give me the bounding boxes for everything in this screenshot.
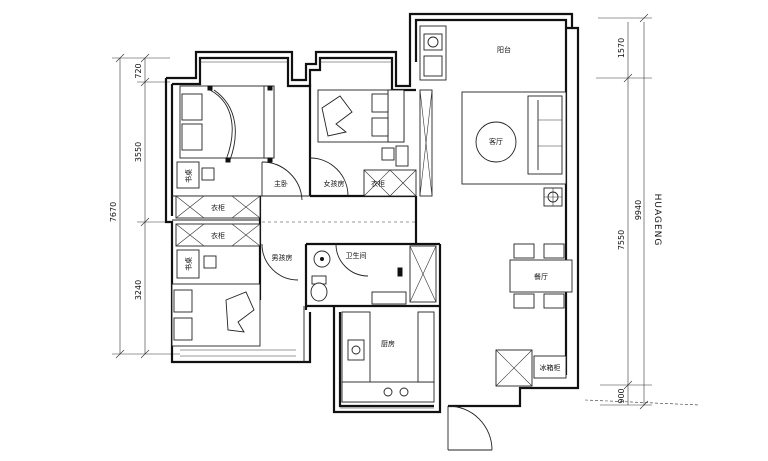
wardrobe-master-label: 衣柜 (211, 203, 225, 212)
doors (261, 157, 493, 451)
wardrobe-boy-label: 衣柜 (211, 231, 225, 240)
wardrobe-girl-label: 衣柜 (371, 179, 385, 188)
side-text: HUAGENG (652, 194, 662, 247)
fridge-label: 冰箱柜 (540, 363, 561, 372)
dining-room-label: 餐厅 (534, 272, 548, 281)
living-area: 阳台 客厅 餐厅 冰箱柜 (419, 25, 573, 387)
desk-bottom-label: 书桌 (184, 257, 193, 271)
master-bedroom: 书桌 主卧 衣柜 (175, 85, 288, 219)
dim-left-top: 720 (134, 63, 143, 78)
desk-top-label: 书桌 (184, 169, 193, 183)
dim-right-total: 9940 (634, 200, 643, 220)
walls (164, 12, 580, 414)
right-dimension-chain: 9940 1570 7550 900 HUAGENG (584, 13, 701, 410)
girls-room: 女孩房 衣柜 (317, 89, 433, 197)
living-room-label: 客厅 (489, 137, 503, 146)
dim-left-mid: 3550 (134, 142, 143, 162)
kitchen: 厨房 (341, 311, 435, 403)
left-dimension-chain: 7670 720 3550 3240 (109, 53, 180, 359)
dim-right-bottom: 900 (617, 388, 626, 403)
dim-right-top: 1570 (617, 38, 626, 58)
balcony-label: 阳台 (497, 45, 511, 54)
dim-right-mid: 7550 (617, 230, 626, 250)
boys-room-label: 男孩房 (272, 253, 293, 262)
master-bedroom-label: 主卧 (274, 179, 288, 188)
kitchen-label: 厨房 (381, 339, 395, 348)
boys-room: 衣柜 书桌 男孩房 (171, 223, 293, 347)
bathroom-label: 卫生间 (346, 251, 367, 260)
dim-left-total: 7670 (109, 202, 118, 222)
dim-left-bottom: 3240 (134, 280, 143, 300)
girls-room-label: 女孩房 (324, 179, 345, 188)
bathroom: 卫生间 (310, 245, 437, 305)
